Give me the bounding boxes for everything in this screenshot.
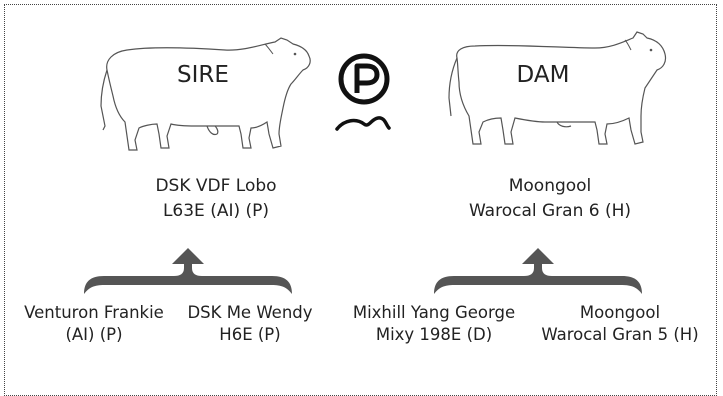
- merge-arrow-icon: [84, 248, 292, 294]
- dam-parent-right-line2: Warocal Gran 5 (H): [541, 325, 699, 344]
- merge-arrow-icon: [434, 248, 642, 294]
- dam-name-line2: Warocal Gran 6 (H): [468, 201, 632, 221]
- dam-name-line1: Moongool: [508, 176, 592, 196]
- sire-parent-left-line1: Venturon Frankie: [24, 303, 164, 322]
- dam-parent-right: Moongool Warocal Gran 5 (H): [531, 302, 709, 346]
- sire-name-line1: DSK VDF Lobo: [155, 176, 277, 196]
- dam-parent-left-line1: Mixhill Yang George: [352, 303, 516, 322]
- sire-parent-right: DSK Me Wendy H6E (P): [180, 302, 320, 346]
- sire-parent-left-line2: (AI) (P): [65, 325, 123, 344]
- sire-name: DSK VDF Lobo L63E (AI) (P): [140, 174, 292, 224]
- sire-parent-right-line1: DSK Me Wendy: [187, 303, 313, 322]
- sire-name-line2: L63E (AI) (P): [162, 201, 270, 221]
- polled-p-icon: [335, 53, 391, 131]
- dam-name: Moongool Warocal Gran 6 (H): [455, 174, 645, 224]
- sire-parent-right-line2: H6E (P): [219, 325, 281, 344]
- bull-outline-icon: [100, 37, 311, 151]
- sire-label: SIRE: [177, 62, 229, 88]
- dam-parent-right-line1: Moongool: [579, 303, 661, 322]
- dam-parent-left: Mixhill Yang George Mixy 198E (D): [345, 302, 523, 346]
- sire-parent-left: Venturon Frankie (AI) (P): [18, 302, 170, 346]
- dam-parent-left-line2: Mixy 198E (D): [375, 325, 493, 344]
- dam-label: DAM: [516, 62, 570, 88]
- cow-outline-icon: [448, 31, 667, 145]
